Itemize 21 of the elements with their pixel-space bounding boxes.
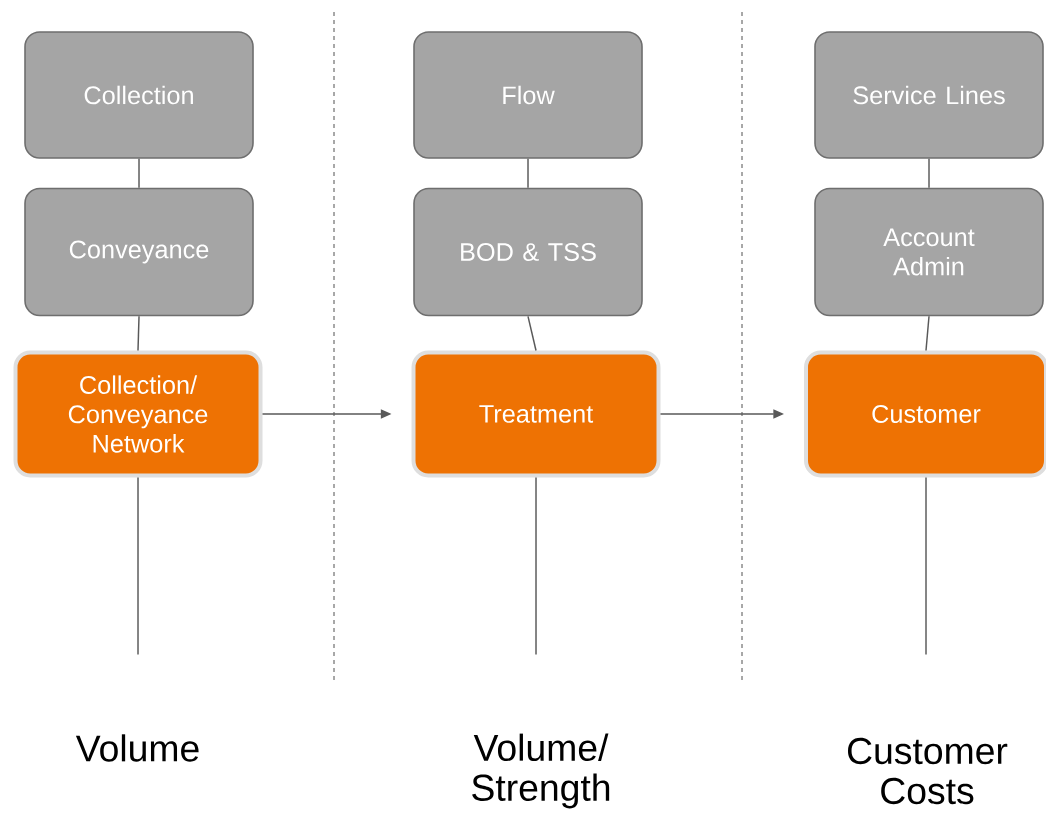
column-label: Volume/ Strength <box>472 733 610 809</box>
process-box: Collection/ Conveyance Network <box>13 350 263 478</box>
column-label: Customer Costs <box>848 737 1008 805</box>
connector-line <box>138 158 140 189</box>
connector-line <box>527 315 537 352</box>
process-box: Account Admin <box>814 187 1044 317</box>
process-box: Conveyance <box>24 187 254 317</box>
column-label: Volume <box>75 734 199 762</box>
process-box: Treatment <box>411 350 661 478</box>
process-box: Collection <box>24 31 254 159</box>
connector-line <box>925 476 927 656</box>
connector-line <box>535 476 537 656</box>
process-box: Customer <box>804 350 1046 478</box>
process-box: BOD & TSS <box>413 187 643 317</box>
connector-line <box>928 158 930 189</box>
connector-line <box>527 158 529 189</box>
connector-line <box>137 476 139 656</box>
connector-line <box>925 315 930 352</box>
process-box: Service Lines <box>814 31 1044 159</box>
process-box: Flow <box>413 31 643 159</box>
connector-line <box>137 315 140 352</box>
